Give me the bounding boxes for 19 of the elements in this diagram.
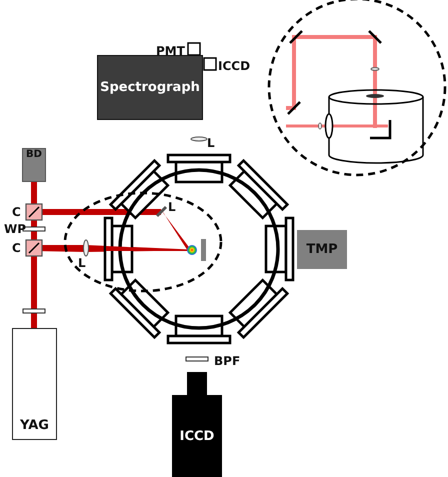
component-label: ICCD xyxy=(218,59,250,73)
beam-dump-box xyxy=(22,148,46,182)
laser-box xyxy=(12,328,57,440)
component-label: YAG xyxy=(20,418,49,433)
component-label: L xyxy=(168,200,176,214)
component-label: PMT xyxy=(156,44,185,58)
component-label: BD xyxy=(26,149,42,160)
component-label: ICCD xyxy=(180,428,214,444)
spectrograph-box xyxy=(97,55,203,120)
pump-box xyxy=(297,230,347,269)
component-label: TMP xyxy=(306,242,338,257)
component-label: L xyxy=(78,256,86,270)
camera-body xyxy=(172,395,222,477)
component-label: WP xyxy=(4,222,26,236)
component-label: Spectrograph xyxy=(100,80,200,95)
component-label: C xyxy=(12,241,21,255)
component-label: C xyxy=(12,205,21,219)
component-label: BPF xyxy=(214,354,240,368)
component-label: L xyxy=(207,136,215,150)
